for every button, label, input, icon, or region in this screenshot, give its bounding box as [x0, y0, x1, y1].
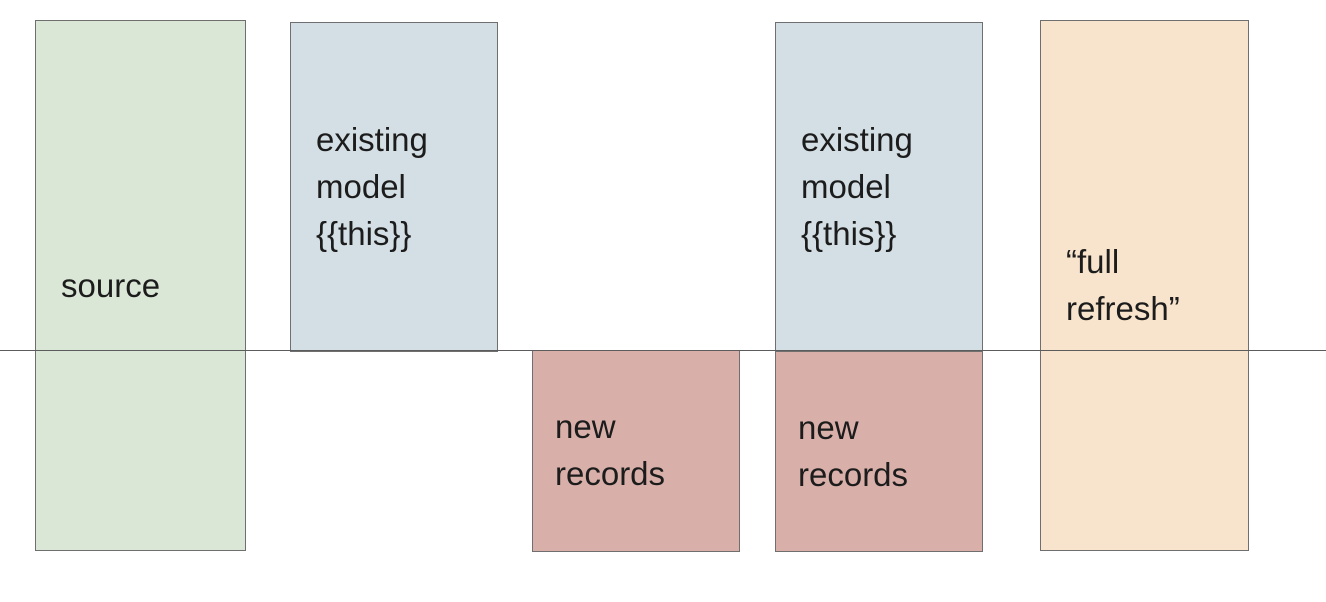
box-source: source — [35, 20, 246, 551]
box-existing-model-right-label: existing model {{this}} — [801, 121, 913, 252]
box-new-records-right-label: new records — [798, 409, 909, 493]
box-full-refresh: “full refresh” — [1040, 20, 1249, 551]
box-source-label: source — [61, 267, 161, 304]
box-new-records-left-label: new records — [555, 408, 666, 492]
box-full-refresh-label: “full refresh” — [1066, 243, 1180, 327]
box-new-records-left: new records — [532, 350, 740, 552]
box-existing-model-left: existing model {{this}} — [290, 22, 498, 352]
box-new-records-right: new records — [775, 351, 983, 552]
baseline-divider — [0, 350, 1326, 351]
box-existing-model-right: existing model {{this}} — [775, 22, 983, 352]
box-existing-model-left-label: existing model {{this}} — [316, 121, 428, 252]
